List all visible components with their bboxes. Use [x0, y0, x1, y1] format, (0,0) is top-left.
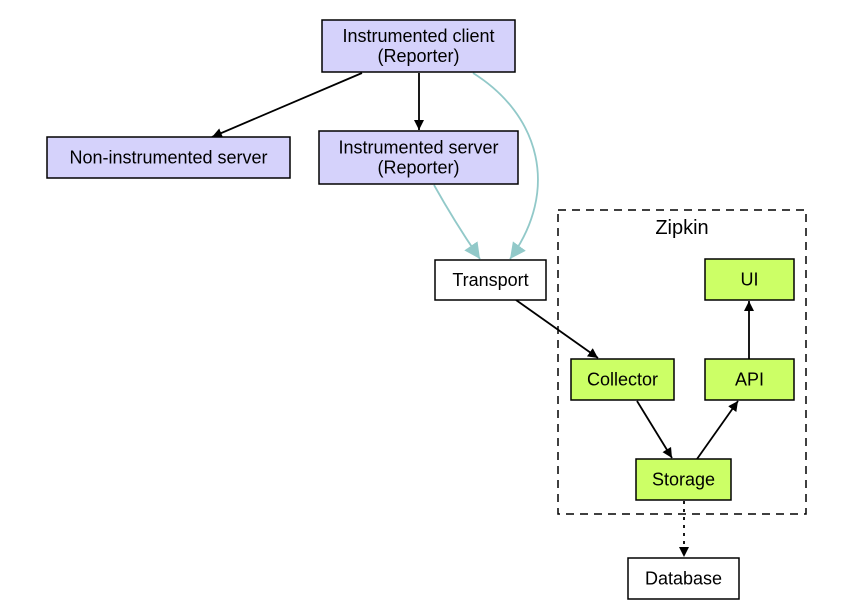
node-client-label-0: Instrumented client — [342, 26, 494, 46]
node-transport-label-0: Transport — [452, 270, 528, 290]
node-noninst: Non-instrumented server — [46, 136, 291, 179]
zipkin-cluster-border — [557, 209, 807, 515]
edge-client-to-transport — [472, 72, 539, 260]
node-storage: Storage — [635, 458, 732, 501]
node-collector: Collector — [570, 358, 675, 401]
node-client: Instrumented client(Reporter) — [321, 19, 516, 73]
node-storage-box — [635, 458, 732, 501]
node-database-label-0: Database — [645, 569, 722, 589]
edge-storage-to-api — [696, 400, 739, 460]
node-storage-label-0: Storage — [652, 470, 715, 490]
node-client-label-1: (Reporter) — [377, 46, 459, 66]
node-api-label-0: API — [735, 370, 764, 390]
node-api-box — [704, 358, 795, 401]
node-client-box — [321, 19, 516, 73]
zipkin-cluster-label: Zipkin — [655, 217, 708, 239]
edge-collector-to-storage — [636, 400, 673, 459]
edge-transport-to-collector — [515, 299, 599, 359]
node-database: Database — [627, 557, 740, 600]
node-noninst-label-0: Non-instrumented server — [69, 148, 267, 168]
node-transport-box — [434, 259, 547, 301]
node-server: Instrumented server(Reporter) — [318, 130, 519, 185]
node-noninst-box — [46, 136, 291, 179]
edges — [211, 72, 754, 557]
node-collector-label-0: Collector — [587, 370, 658, 390]
zipkin-cluster: Zipkin — [557, 209, 807, 515]
edge-client-to-noninst — [211, 72, 363, 138]
node-server-label-1: (Reporter) — [377, 158, 459, 178]
node-database-box — [627, 557, 740, 600]
node-server-label-0: Instrumented server — [338, 138, 498, 158]
node-api: API — [704, 358, 795, 401]
node-ui-box — [704, 258, 795, 301]
edge-server-to-transport — [433, 184, 481, 260]
node-ui-label-0: UI — [741, 270, 759, 290]
node-transport: Transport — [434, 259, 547, 301]
node-server-box — [318, 130, 519, 185]
node-ui: UI — [704, 258, 795, 301]
nodes: Instrumented client(Reporter)Non-instrum… — [46, 19, 795, 600]
node-collector-box — [570, 358, 675, 401]
